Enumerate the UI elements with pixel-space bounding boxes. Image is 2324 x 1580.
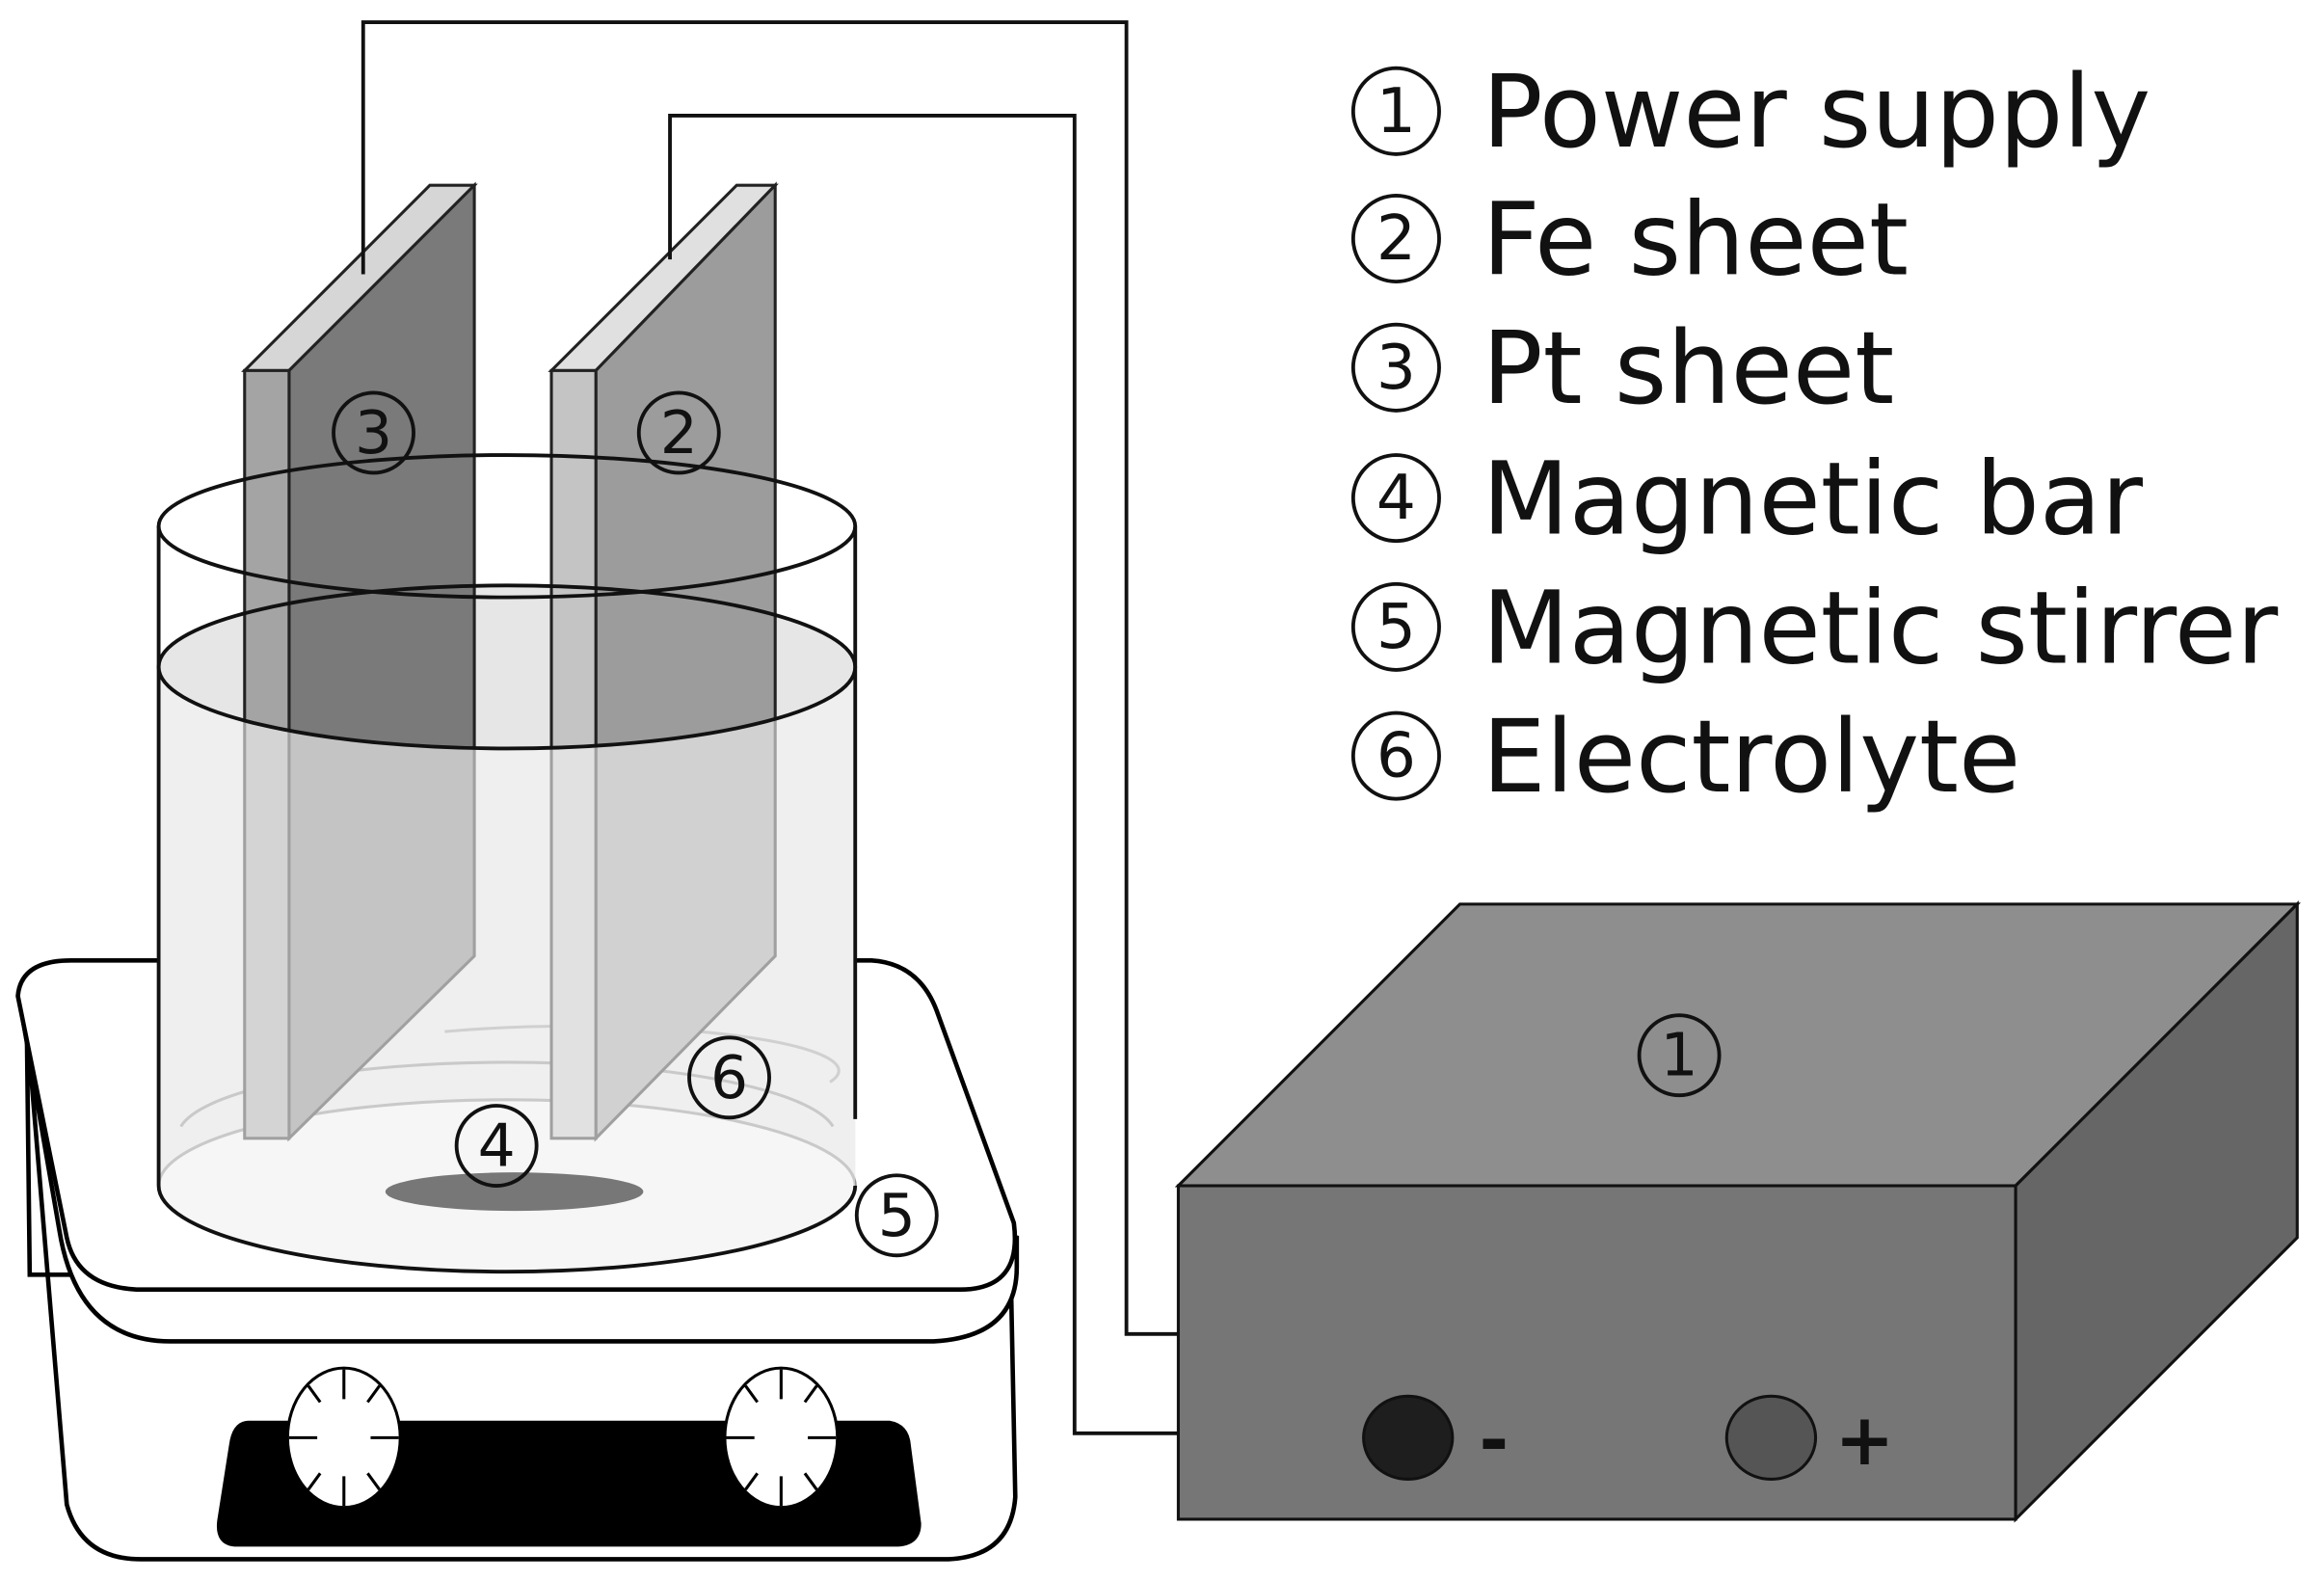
positive-sign: + [1835, 1399, 1895, 1482]
svg-text:3: 3 [355, 398, 392, 468]
callout-magnetic-stirrer: 5 [854, 1173, 939, 1258]
svg-text:6: 6 [1376, 720, 1416, 792]
magnetic-bar [385, 1172, 644, 1212]
legend-item: 1 Power supply [1350, 53, 2151, 171]
legend-item: 2 Fe sheet [1350, 180, 1909, 298]
electrolyte-overlay [158, 666, 856, 1272]
negative-terminal[interactable] [1362, 1394, 1455, 1481]
knob-right-icon[interactable] [723, 1366, 840, 1510]
svg-text:Power supply: Power supply [1483, 53, 2151, 171]
legend-item: 6 Electrolyte [1350, 698, 2021, 816]
svg-text:5: 5 [1376, 591, 1416, 663]
svg-text:Magnetic bar: Magnetic bar [1483, 441, 2143, 558]
callout-pt-sheet: 3 [332, 390, 415, 475]
svg-text:4: 4 [478, 1111, 516, 1181]
svg-text:Pt sheet: Pt sheet [1483, 309, 1895, 427]
legend-item: 3 Pt sheet [1350, 309, 1895, 427]
callout-power-supply: 1 [1637, 1013, 1722, 1098]
callout-magnetic-bar: 4 [454, 1104, 539, 1188]
svg-text:3: 3 [1376, 332, 1416, 404]
wire-fe-to-negative [668, 114, 1367, 1435]
svg-text:5: 5 [878, 1181, 916, 1250]
svg-text:Fe sheet: Fe sheet [1483, 180, 1909, 298]
svg-text:Magnetic stirrer: Magnetic stirrer [1483, 569, 2279, 686]
callout-electrolyte: 6 [687, 1035, 771, 1120]
positive-terminal[interactable] [1724, 1394, 1818, 1481]
legend-item: 5 Magnetic stirrer [1350, 569, 2279, 686]
svg-text:4: 4 [1376, 462, 1416, 534]
beaker-outline [156, 453, 858, 1274]
svg-text:1: 1 [1661, 1021, 1698, 1090]
svg-text:Electrolyte: Electrolyte [1483, 698, 2021, 816]
svg-text:1: 1 [1376, 75, 1416, 147]
negative-sign: - [1480, 1399, 1509, 1482]
knob-left-icon[interactable] [285, 1366, 402, 1510]
svg-text:6: 6 [710, 1043, 748, 1112]
legend-item: 4 Magnetic bar [1350, 441, 2143, 558]
svg-text:2: 2 [660, 398, 698, 468]
power-supply [1174, 900, 2301, 1523]
svg-text:2: 2 [1376, 202, 1416, 275]
callout-fe-sheet: 2 [636, 390, 721, 475]
